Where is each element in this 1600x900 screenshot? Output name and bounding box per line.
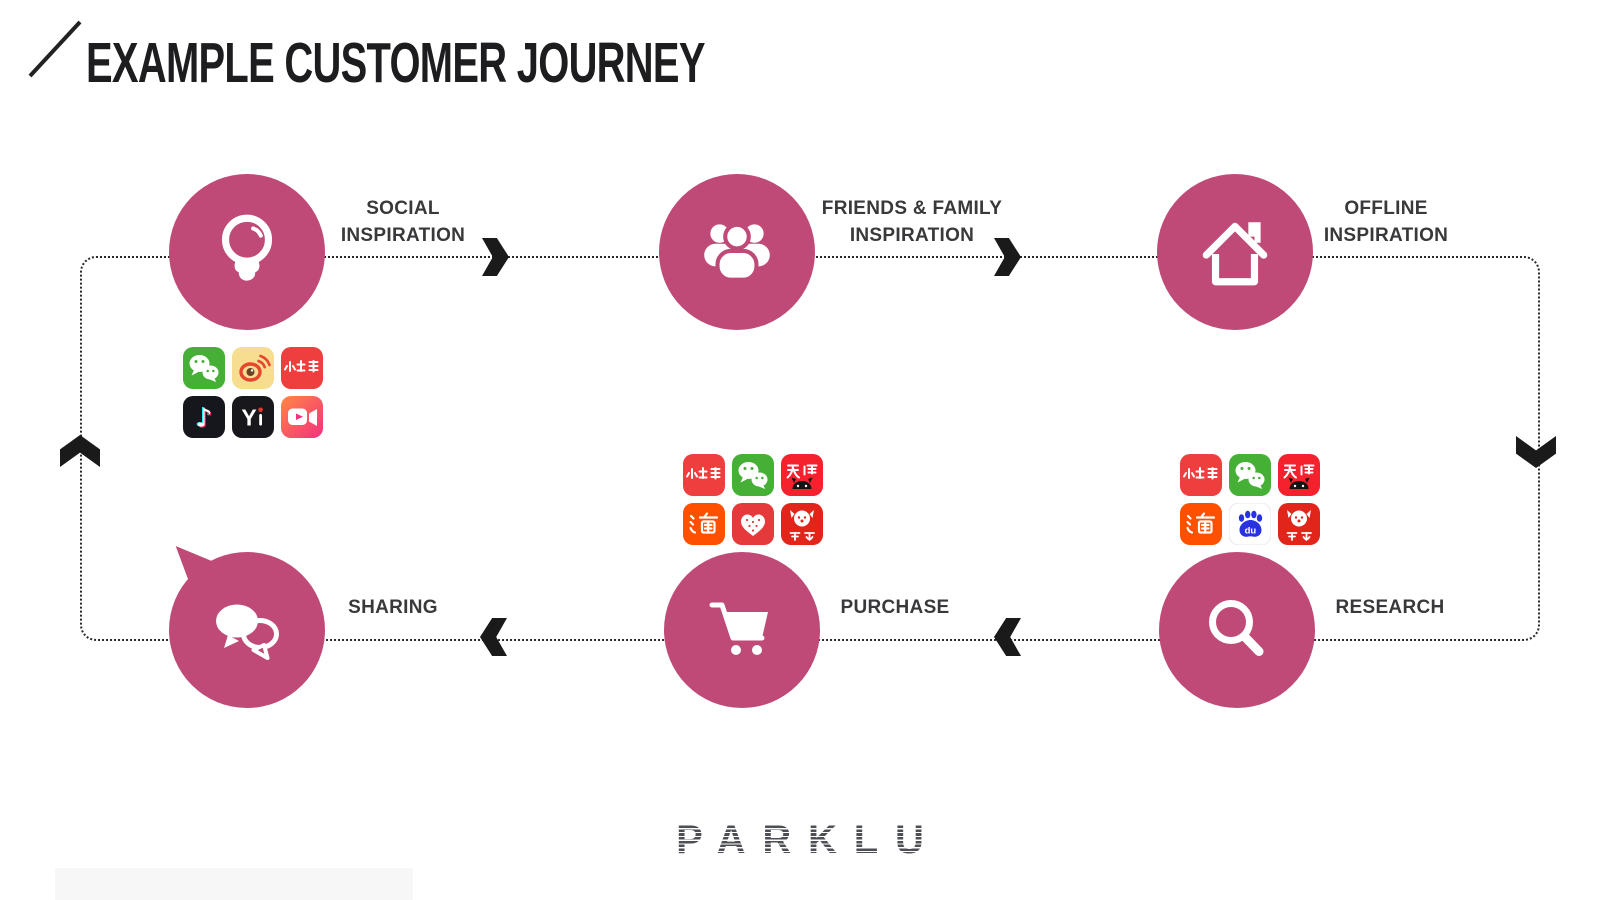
yizhibo-app-icon <box>232 396 274 438</box>
label-sharing: SHARING <box>348 597 438 618</box>
house-icon <box>1202 222 1268 286</box>
label-research: RESEARCH <box>1335 597 1445 618</box>
label-friends-family-inspiration: FRIENDS & FAMILY INSPIRATION <box>821 198 1003 246</box>
jd-app-icon <box>1278 503 1320 545</box>
tmall-app-icon <box>781 454 823 496</box>
node-friends-family-inspiration <box>659 174 815 330</box>
people-group-icon <box>704 222 770 282</box>
page-title: EXAMPLE CUSTOMER JOURNEY <box>86 31 705 95</box>
wechat-app-icon <box>1229 454 1271 496</box>
node-sharing <box>169 552 325 708</box>
wechat-app-icon <box>732 454 774 496</box>
label-offline-inspiration: OFFLINE INSPIRATION <box>1323 198 1449 246</box>
research-apps-cluster <box>1180 454 1320 545</box>
chat-bubbles-icon <box>216 604 279 660</box>
title-slash-decoration <box>28 20 82 78</box>
node-research <box>1159 552 1315 708</box>
wechat-app-icon <box>183 347 225 389</box>
lightbulb-icon <box>221 214 273 281</box>
bottom-decorative-strip <box>55 868 413 900</box>
xiaohongshu-app-icon <box>1180 454 1222 496</box>
social-apps-cluster <box>183 347 323 438</box>
meilishuo-app-icon <box>732 503 774 545</box>
weibo-app-icon <box>232 347 274 389</box>
node-social-inspiration <box>169 174 325 330</box>
baidu-app-icon <box>1229 503 1271 545</box>
weishi-app-icon <box>281 396 323 438</box>
node-offline-inspiration <box>1157 174 1313 330</box>
xiaohongshu-app-icon <box>281 347 323 389</box>
parklu-logo: PARKLU <box>0 818 1600 863</box>
shopping-cart-icon <box>709 602 768 655</box>
search-icon <box>1209 600 1264 656</box>
douyin-app-icon <box>183 396 225 438</box>
label-social-inspiration: SOCIAL INSPIRATION <box>340 198 466 246</box>
label-purchase: PURCHASE <box>840 597 950 618</box>
node-purchase <box>664 552 820 708</box>
xiaohongshu-app-icon <box>683 454 725 496</box>
jd-app-icon <box>781 503 823 545</box>
tmall-app-icon <box>1278 454 1320 496</box>
taobao-app-icon <box>683 503 725 545</box>
purchase-apps-cluster <box>683 454 823 545</box>
taobao-app-icon <box>1180 503 1222 545</box>
